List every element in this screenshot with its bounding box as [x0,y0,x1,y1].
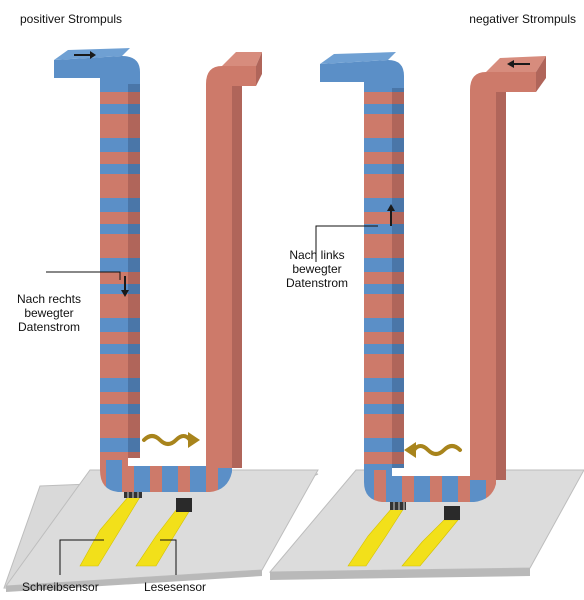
right-left-column-side [392,80,404,482]
right-bottom-bar [364,470,496,502]
right-right-top-cap [470,72,536,100]
read-sensor-leader [160,539,177,575]
right-top-cap [206,66,256,96]
bottom-bar [100,460,232,492]
right-right-column-side [496,92,506,480]
left-middle-leader [46,271,121,280]
right-assembly [268,52,584,580]
left-column-side [128,76,140,468]
read-sensor-head-right [444,506,460,520]
left-assembly [3,48,319,592]
right-motion-wave-arrow-icon [142,434,192,446]
left-motion-wave-arrow-icon [412,444,462,456]
right-stream-line-3: Datenstrom [285,276,349,290]
right-stream-line-1: Nach links [289,248,345,262]
right-right-column-front [470,92,496,480]
left-stream-label: Nach rechts bewegter Datenstrom [14,292,84,334]
write-sensor-leader [59,539,104,575]
right-stream-label: Nach links bewegter Datenstrom [278,248,356,290]
right-left-top-cap [320,60,404,88]
left-stream-line-3: Datenstrom [17,320,81,334]
left-stream-line-1: Nach rechts [16,292,82,306]
negative-pulse-label: negativer Strompuls [469,12,576,26]
write-sensor-label: Schreibsensor [22,580,99,594]
positive-pulse-label: positiver Strompuls [20,12,123,26]
right-stream-line-2: bewegter [292,262,342,276]
left-column-front [100,76,128,466]
right-column-side [232,84,242,468]
right-middle-leader [315,225,378,262]
right-left-column-front [364,80,392,480]
left-stream-line-2: bewegter [24,306,74,320]
left-top-cap [54,56,140,84]
read-sensor-head [176,498,192,512]
read-sensor-label: Lesesensor [144,580,207,594]
right-column-front [206,84,232,468]
